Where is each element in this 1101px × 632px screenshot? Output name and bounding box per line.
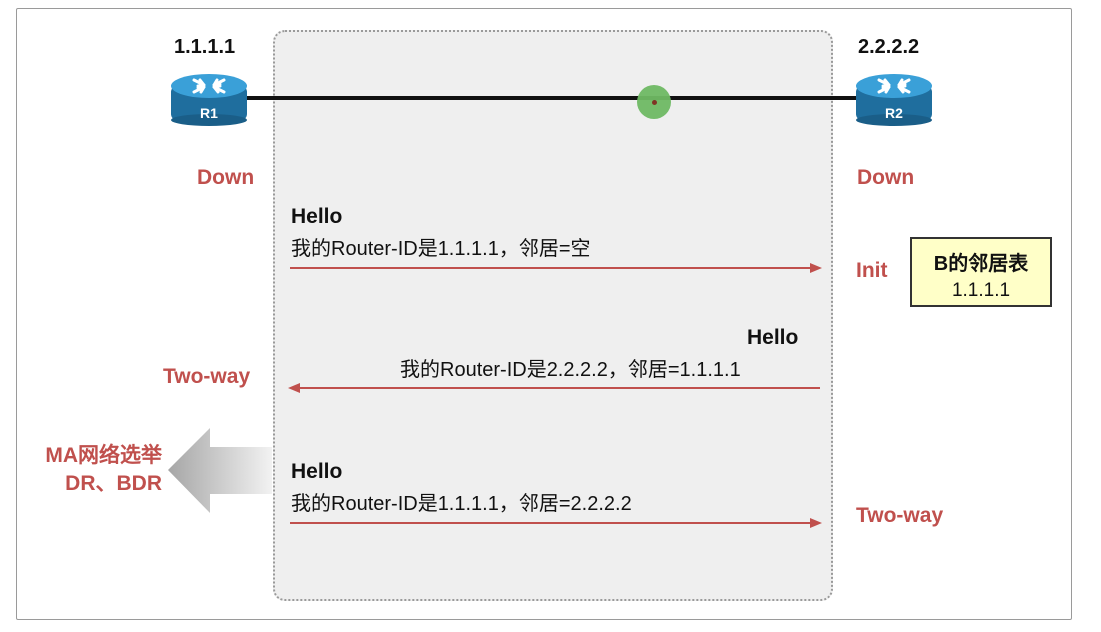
neighbor-table-entry: 1.1.1.1 xyxy=(951,280,1011,301)
link-line xyxy=(245,96,857,100)
hello-1-body: 我的Router-ID是1.1.1.1，邻居=空 xyxy=(291,238,591,260)
hello-3-title: Hello xyxy=(291,460,343,483)
election-arrow-icon xyxy=(168,428,272,513)
hello-3-arrow xyxy=(290,518,822,528)
hello-1-title: Hello xyxy=(291,205,343,228)
hello-2-title: Hello xyxy=(747,326,799,349)
neighbor-table-title: B的邻居表 xyxy=(933,253,1029,275)
router2-label: R2 xyxy=(885,105,903,121)
hello-1-arrow xyxy=(290,263,822,273)
hello-3-body: 我的Router-ID是1.1.1.1，邻居=2.2.2.2 xyxy=(291,493,632,515)
hello-2-body: 我的Router-ID是2.2.2.2，邻居=1.1.1.1 xyxy=(400,359,741,381)
router2-id: 2.2.2.2 xyxy=(858,36,920,58)
election-label: MA网络选举 DR、BDR xyxy=(28,442,162,498)
r1-state-two-way: Two-way xyxy=(163,365,251,388)
r2-state-two-way: Two-way xyxy=(856,504,944,527)
router1-label: R1 xyxy=(200,105,218,121)
election-line-1: MA网络选举 xyxy=(45,444,162,467)
router1-icon: R1 xyxy=(170,72,248,126)
r2-state-down: Down xyxy=(857,166,915,189)
hello-exchange-panel xyxy=(273,30,833,601)
hello-2-arrow xyxy=(288,383,820,393)
link-midpoint-marker xyxy=(637,85,671,119)
neighbor-table: B的邻居表 1.1.1.1 xyxy=(910,237,1052,307)
r2-state-init: Init xyxy=(856,259,888,282)
election-line-2: DR、BDR xyxy=(65,472,162,495)
r1-state-down: Down xyxy=(197,166,255,189)
router2-icon: R2 xyxy=(855,72,933,126)
router1-id: 1.1.1.1 xyxy=(174,36,236,58)
